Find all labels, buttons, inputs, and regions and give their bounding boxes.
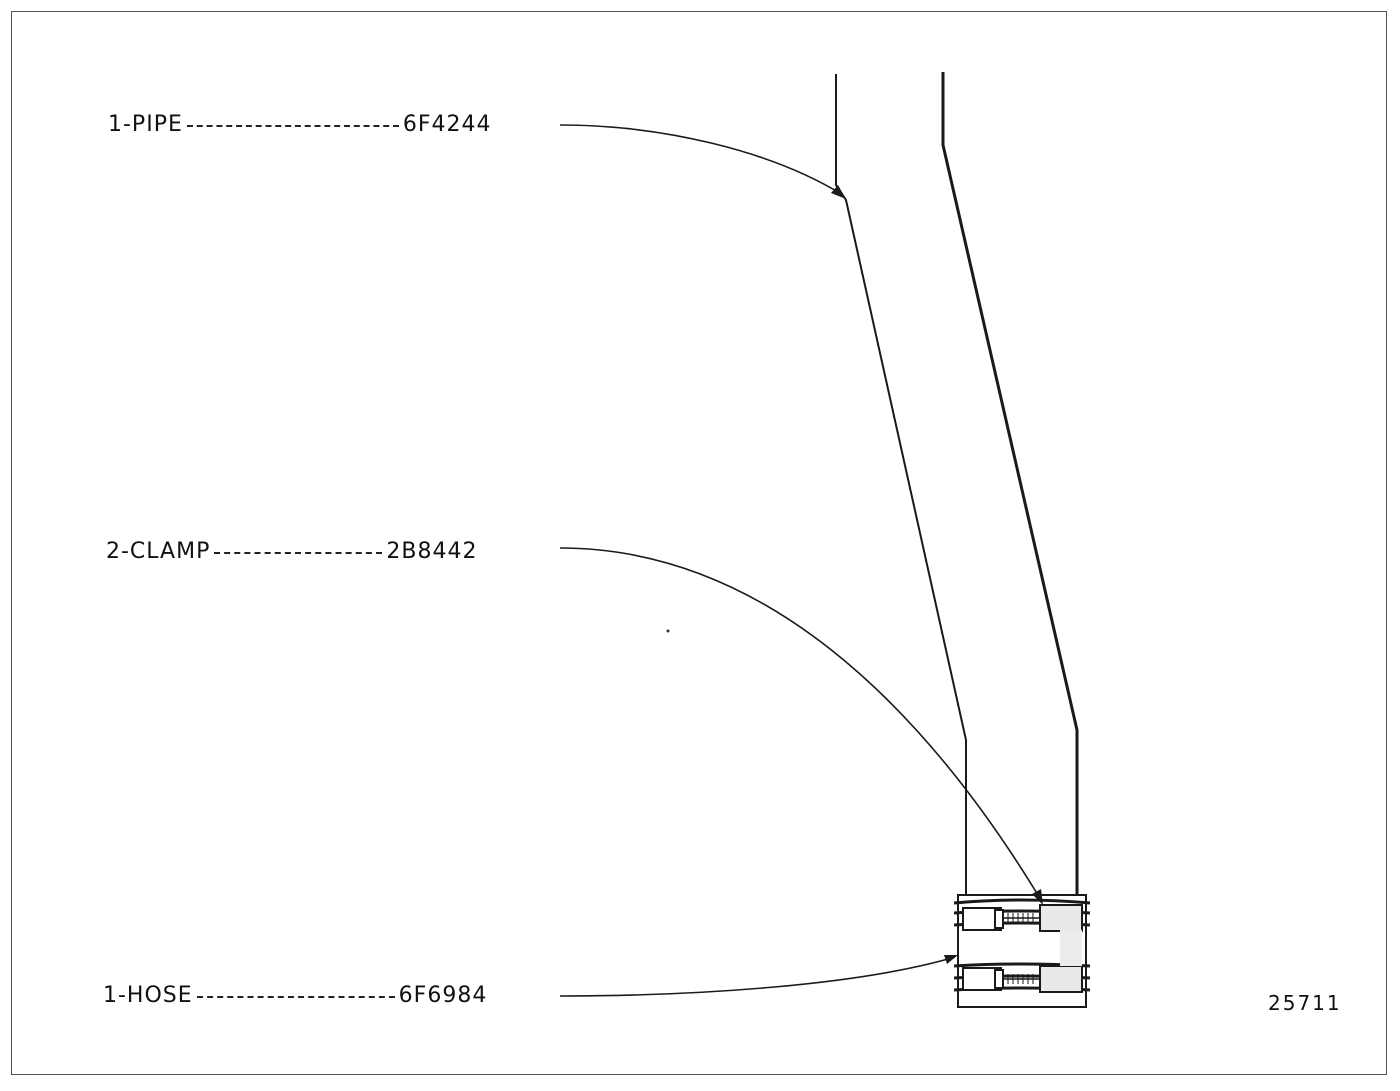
speck (666, 629, 670, 633)
pipe-qty-name: 1-PIPE (108, 112, 183, 137)
hose-qty-name: 1-HOSE (103, 983, 193, 1008)
hose-part-number: 6F6984 (398, 983, 488, 1008)
figure-number: 25711 (1268, 991, 1342, 1015)
pipe-arrowhead (831, 185, 846, 199)
drawing-frame (11, 11, 1387, 1075)
pipe-callout: 1-PIPE 6F4244 (108, 114, 492, 136)
leader-arrowheads (831, 185, 1043, 964)
pipe-part-number: 6F4244 (402, 112, 492, 137)
hose-arrowhead (944, 955, 958, 964)
clamp-qty-name: 2-CLAMP (106, 539, 211, 564)
hose-callout: 1-HOSE 6F6984 (103, 985, 487, 1007)
pipe-leader (559, 124, 844, 196)
pipe-dash-leader (186, 125, 399, 127)
hose-clamp-assembly (953, 894, 1091, 1008)
clamp-callout: 2-CLAMP 2B8442 (106, 541, 477, 563)
hose-dash-leader (196, 996, 395, 998)
clamp-leader (559, 547, 1042, 901)
clamp-arrowhead (1032, 889, 1043, 905)
leader-lines (559, 124, 1042, 997)
clamp-dash-leader (214, 552, 383, 554)
hose-leader (559, 956, 956, 997)
clamp-part-number: 2B8442 (386, 539, 478, 564)
pipe-outline (835, 72, 1079, 895)
